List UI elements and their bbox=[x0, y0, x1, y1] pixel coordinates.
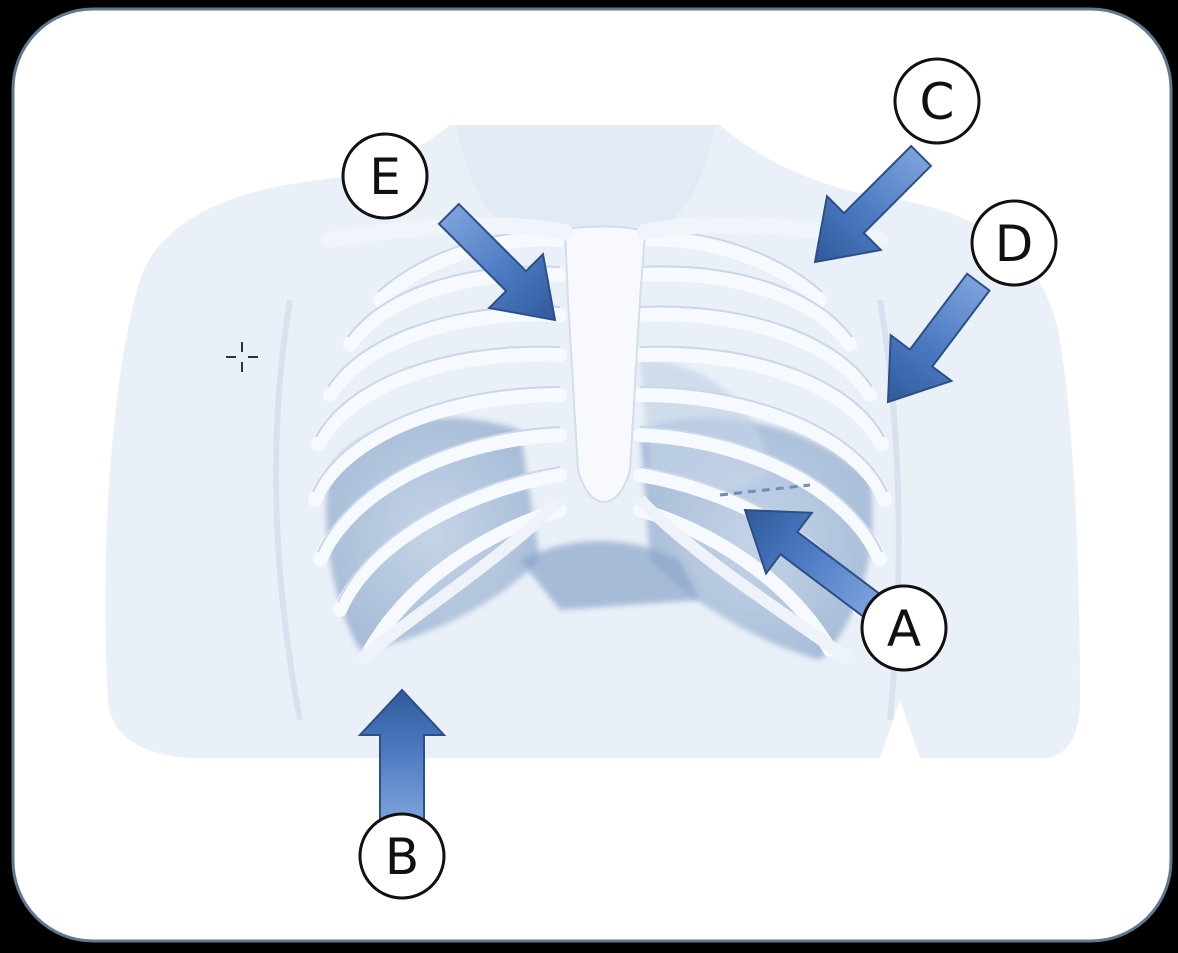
label-E-text: E bbox=[369, 148, 401, 206]
label-B-text: B bbox=[385, 828, 419, 886]
label-C-text: C bbox=[920, 73, 955, 131]
label-B: B bbox=[360, 814, 444, 898]
label-A-text: A bbox=[887, 600, 921, 658]
label-E: E bbox=[343, 134, 427, 218]
label-A: A bbox=[862, 586, 946, 670]
label-D-text: D bbox=[995, 215, 1034, 273]
torso-illustration bbox=[105, 125, 1080, 758]
label-D: D bbox=[972, 201, 1056, 285]
label-C: C bbox=[895, 59, 979, 143]
